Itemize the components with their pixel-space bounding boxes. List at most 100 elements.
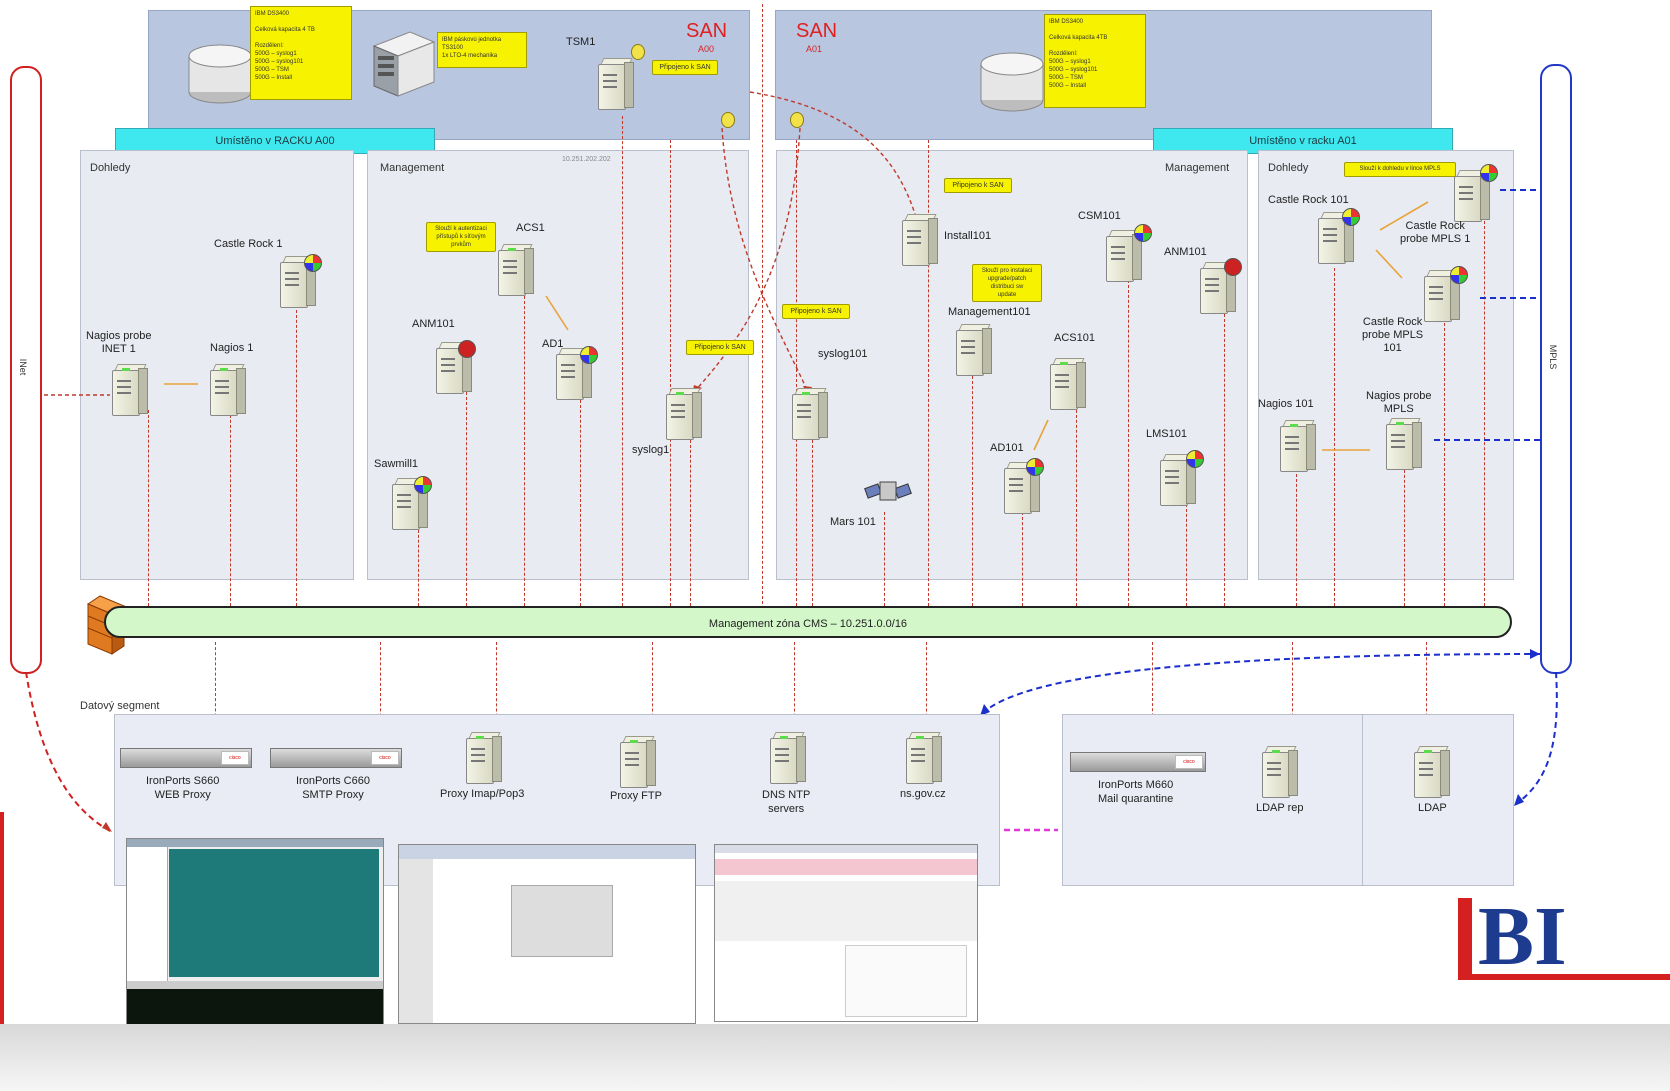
zone-label: Management [380,162,445,174]
device-label: LDAP rep [1256,802,1304,814]
device-label: LDAP [1418,802,1447,814]
status-globe-icon [1480,164,1498,182]
server-label: Management101 [948,306,1031,318]
server-label: Castle Rock 1 [214,238,283,250]
tsm1-server-icon [598,56,634,110]
syslog101-note: Připojeno k SAN [782,304,850,319]
nagios-probe-inet-server-icon [112,362,148,416]
status-globe-icon [1186,450,1204,468]
link-line [1296,474,1297,606]
san-right-title: SAN [796,20,838,42]
status-globe-icon [1342,208,1360,226]
tsm-connect-note: Připojeno k SAN [652,60,718,75]
lightbulb-icon [721,112,735,128]
ldap-server-icon [1414,744,1450,798]
link-line [1186,504,1187,606]
csm101-server-icon [1106,228,1142,282]
link-line [418,530,419,606]
device-label: IronPorts C660 SMTP Proxy [296,775,370,801]
link-line [1152,642,1153,752]
tape-library-icon [370,28,436,98]
link-line [928,140,929,606]
link-line [1076,410,1077,606]
status-globe-icon [580,346,598,364]
anm101-left-server-icon [436,340,472,394]
link-line [296,310,297,606]
zone-ip: 10.251.202.202 [562,156,611,163]
acs101-server-icon [1050,356,1086,410]
link-line [148,410,149,606]
device-label: Proxy FTP [610,790,662,802]
ldap-rep-server-icon [1262,744,1298,798]
inet-rail [10,66,42,674]
lightbulb-icon [631,44,645,60]
data-segment-ldap-panel [1362,714,1514,886]
device-label: DNS NTP servers [762,789,811,815]
sawmill-server-icon [392,476,428,530]
alert-icon [458,340,476,358]
device-label: Proxy Imap/Pop3 [440,788,525,800]
lightbulb-icon [790,112,804,128]
link-line [926,642,927,732]
data-segment-right-panel [1062,714,1364,886]
server-label: ANM101 [1164,246,1207,258]
link-line [622,116,623,606]
nagios-101-server-icon [1280,418,1316,472]
san-right-subtitle: A01 [806,44,823,54]
link-line [1404,470,1405,606]
ironport-m660-device: cisco [1070,752,1206,772]
zone-dohledy-right [1258,150,1514,580]
server-label: Nagios 101 [1258,398,1314,410]
syslog1-note: Připojeno k SAN [686,340,754,355]
server-label: Mars 101 [830,516,876,528]
tsm-label: TSM1 [566,36,596,48]
link-line [580,400,581,606]
status-globe-icon [1450,266,1468,284]
status-globe-icon [1026,458,1044,476]
storage-note-right: IBM DS3400 Celková kapacita 4TB Rozdělen… [1044,14,1146,108]
link-line [380,642,381,742]
link-line [884,512,885,606]
dns-ntp-server-icon [770,730,806,784]
management-zone-bar: Management zóna CMS – 10.251.0.0/16 [104,606,1512,638]
server-label: Nagios probe MPLS [1366,390,1432,415]
company-logo: BI [1458,894,1670,984]
link-line [1426,642,1427,742]
server-label: ANM101 [412,318,455,330]
link-line [690,440,691,606]
link-line [972,376,973,606]
status-globe-icon [304,254,322,272]
link-line [794,642,795,732]
server-label: ACS1 [516,222,545,234]
ad101-server-icon [1004,460,1040,514]
server-label: LMS101 [1146,428,1187,440]
link-line [1484,216,1485,606]
storage-disk-icon [188,42,252,104]
link-line [1444,318,1445,606]
monitoring-screenshot-1 [126,838,384,1026]
nagios-1-server-icon [210,362,246,416]
ironport-s660-device: cisco [120,748,252,768]
acs1-server-icon [498,242,534,296]
storage-note-left: IBM DS3400 Celková kapacita 4 TB Rozděle… [250,6,352,100]
storage-disk-icon-right [980,50,1044,112]
ironport-c660-device: cisco [270,748,402,768]
zone-label: Dohledy [90,162,131,174]
red-edge-mark [0,812,4,1024]
dohledy-right-note: Slouží k dohledu v lince MPLS [1344,162,1456,177]
nagios-probe-mpls-server-icon [1386,416,1422,470]
server-label: Sawmill1 [374,458,419,470]
proxy-ftp-server-icon [620,734,656,788]
server-label: Nagios 1 [210,342,254,354]
server-label: Install101 [944,230,992,242]
link-line [496,642,497,732]
zone-label: Management [1165,162,1230,174]
management101-note: Slouží pro instalaci upgrade/patch distr… [972,264,1042,302]
install101-server-icon [902,212,938,266]
server-label: Nagios probe INET 1 [86,330,152,355]
server-label: CSM101 [1078,210,1121,222]
link-line [1224,314,1225,606]
server-label: AD101 [990,442,1024,454]
acs1-note: Slouží k autentizaci přístupů k síťovým … [426,222,496,252]
link-line [466,392,467,606]
